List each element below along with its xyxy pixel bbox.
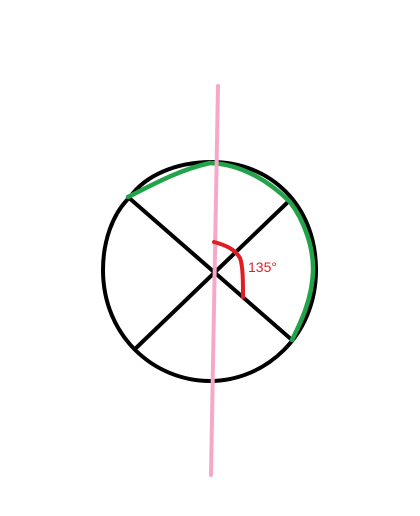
highlighted-arc	[125, 160, 316, 343]
angle-label: 135°	[248, 259, 277, 275]
diameter-line-upper-left-to-lower-right	[126, 195, 294, 342]
diameter-line-upper-right-to-lower-left	[133, 198, 292, 351]
angle-mark	[212, 240, 245, 299]
vertical-axis-line	[209, 84, 220, 477]
